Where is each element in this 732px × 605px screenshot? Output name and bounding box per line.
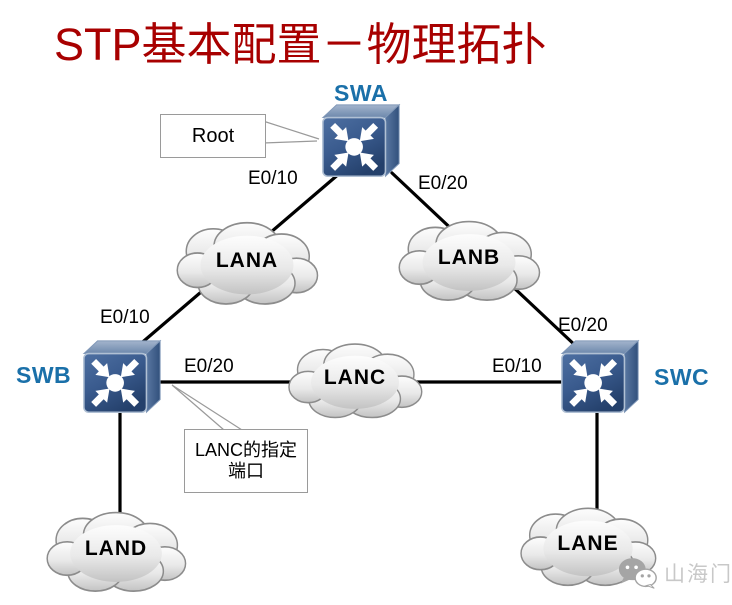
watermark-text: 山海门: [664, 563, 732, 586]
designated-callout-pointer: [171, 384, 243, 431]
lan-cloud-lane: LANE: [516, 501, 660, 591]
lan-cloud-lana: LANA: [172, 215, 322, 310]
port-label-swb-right: E0/20: [184, 356, 234, 377]
switch-icon: [82, 339, 162, 414]
cloud-icon: [398, 220, 541, 301]
switch-label-swc: SWC: [654, 364, 710, 390]
cloud-label-lanc: LANC: [323, 366, 387, 389]
switch-icon: [321, 103, 401, 178]
lan-cloud-lanb: LANB: [394, 214, 544, 306]
cloud-icon: [46, 511, 187, 592]
wechat-icon: [618, 558, 657, 589]
cloud-label-lana: LANA: [215, 248, 279, 272]
switch-icon: [560, 339, 640, 414]
switch-label-swa: SWA: [334, 80, 388, 106]
port-label-swc-top: E0/20: [558, 315, 608, 336]
port-label-swb-top: E0/10: [100, 307, 150, 328]
cloud-label-land: LAND: [84, 537, 148, 560]
port-label-swa-left: E0/10: [248, 168, 298, 189]
designated-callout-line2: 端口: [228, 461, 264, 481]
root-callout: Root: [160, 114, 266, 158]
cloud-icon: [520, 507, 657, 587]
watermark: 山海门: [616, 556, 732, 590]
cloud-label-lane: LANE: [557, 532, 619, 555]
switch-swb: [78, 334, 166, 422]
switch-swc: [556, 334, 644, 422]
lan-cloud-lanc: LANC: [284, 337, 426, 423]
root-callout-text: Root: [191, 124, 235, 147]
cloud-icon: [176, 221, 319, 305]
switch-label-swb: SWB: [16, 362, 72, 388]
lan-cloud-land: LAND: [42, 505, 190, 597]
port-label-swc-left: E0/10: [492, 356, 542, 377]
cloud-icon: [288, 343, 423, 419]
port-label-swa-right: E0/20: [418, 173, 468, 194]
designated-callout-line1: LANC的指定: [194, 440, 297, 460]
designated-port-callout: LANC的指定 端口: [184, 429, 308, 493]
switch-swa: [317, 98, 405, 186]
cloud-label-lanb: LANB: [437, 246, 501, 269]
page-title: STP基本配置－物理拓扑: [54, 19, 547, 70]
root-callout-pointer: [262, 120, 320, 144]
